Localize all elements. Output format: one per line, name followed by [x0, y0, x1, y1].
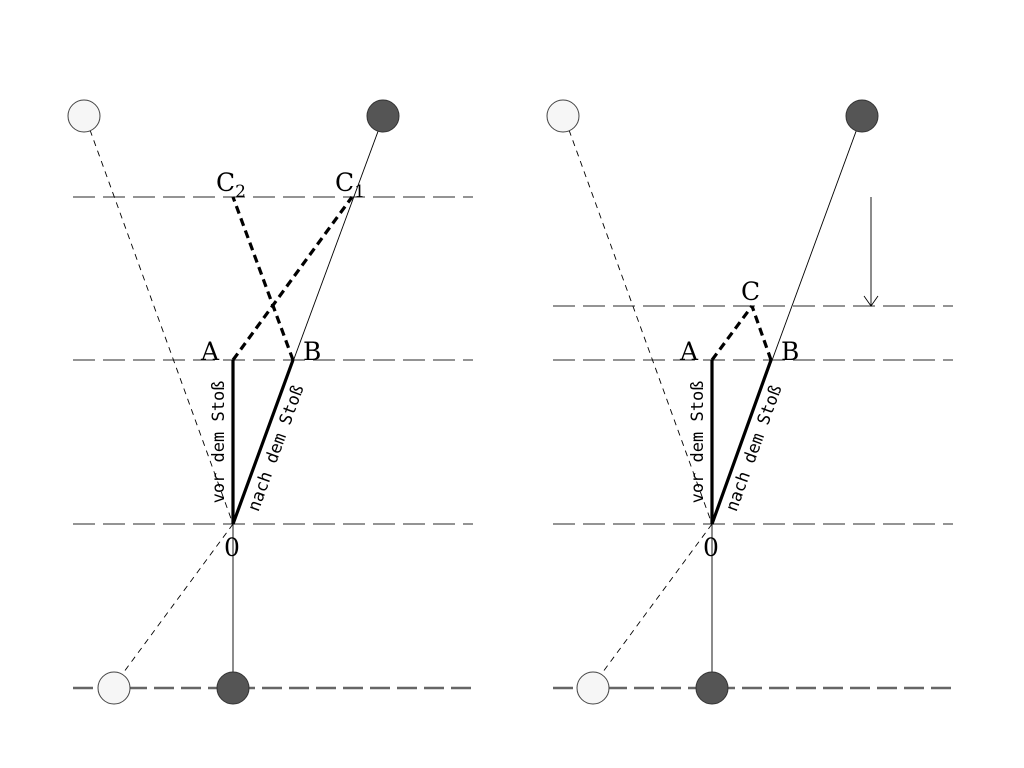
- light-ball-path-upper: [89, 129, 234, 525]
- label-c2: C2: [216, 168, 246, 202]
- vector-b-to-c: [750, 305, 773, 361]
- right-panel: A B 0 C vor dem Stoß nach dem Stoß: [546, 99, 953, 705]
- light-ball-bottom: [97, 671, 131, 705]
- vector-after-collision: [231, 359, 295, 525]
- label-before-collision: vor dem Stoß: [209, 381, 229, 504]
- light-ball-top: [67, 99, 101, 133]
- vector-a-to-c1: [231, 196, 354, 361]
- label-before-collision: vor dem Stoß: [688, 381, 708, 504]
- label-origin: 0: [703, 533, 719, 562]
- label-c: C: [741, 277, 760, 306]
- label-origin: 0: [224, 533, 240, 562]
- label-c1-letter: C: [335, 168, 354, 197]
- dark-ball-top: [845, 99, 879, 133]
- label-c1: C1: [335, 168, 365, 202]
- light-ball-path-lower: [596, 523, 713, 681]
- light-ball-bottom: [576, 671, 610, 705]
- vector-b-to-c2: [231, 196, 295, 361]
- light-ball-top: [546, 99, 580, 133]
- label-b: B: [781, 337, 799, 366]
- label-a: A: [200, 337, 220, 366]
- vector-a-to-c: [710, 305, 754, 361]
- light-ball-path-lower: [117, 523, 234, 681]
- label-a: A: [679, 337, 699, 366]
- shift-arrow: [863, 197, 879, 307]
- label-b: B: [303, 337, 321, 366]
- left-panel: A B 0 C2 C1 vor dem Stoß nach dem Stoß: [67, 99, 473, 705]
- dark-ball-bottom: [216, 671, 250, 705]
- label-c1-subscript: 1: [354, 182, 365, 202]
- dark-ball-top: [366, 99, 400, 133]
- vector-after-collision: [710, 359, 773, 525]
- label-c2-letter: C: [216, 168, 235, 197]
- label-c2-subscript: 2: [235, 182, 246, 202]
- light-ball-path-upper: [568, 129, 713, 525]
- dark-ball-bottom: [695, 671, 729, 705]
